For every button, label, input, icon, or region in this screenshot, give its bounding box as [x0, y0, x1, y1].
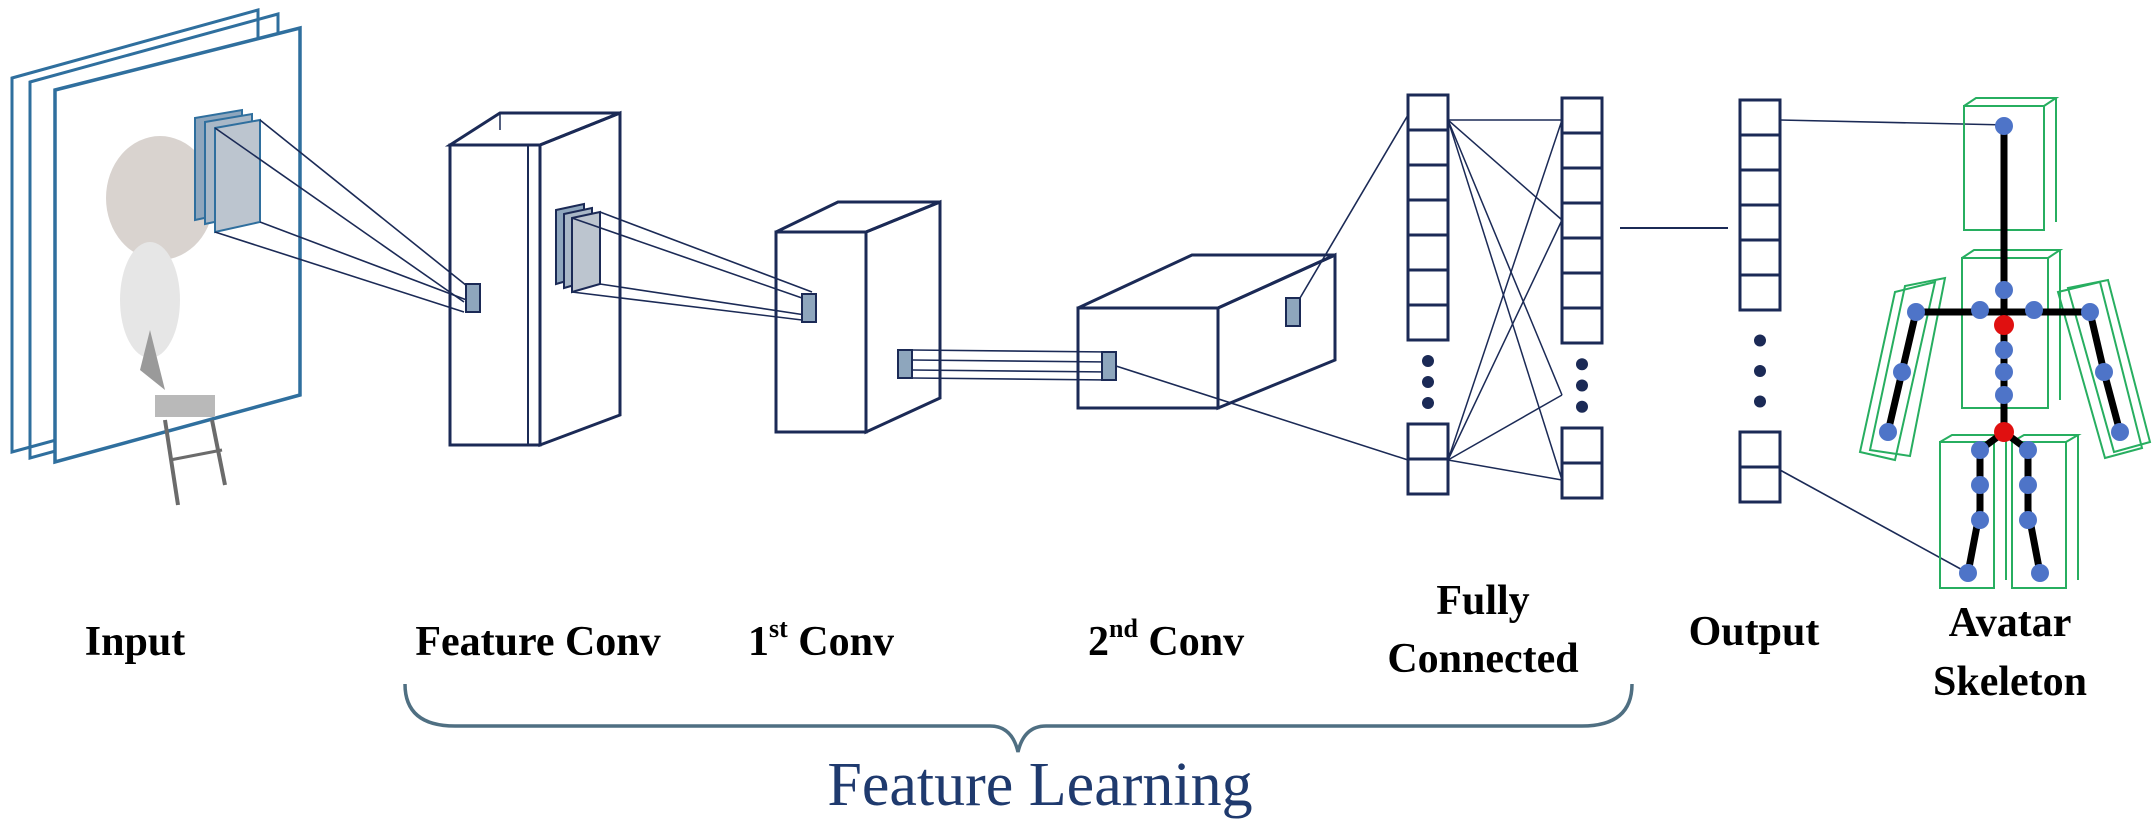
ellipsis-dot — [1422, 376, 1434, 388]
label-conv1: 1st Conv — [748, 614, 894, 665]
conv2-kernel — [1101, 351, 1117, 381]
neuron — [1406, 198, 1450, 237]
neuron — [1738, 430, 1782, 469]
neuron — [1406, 422, 1450, 461]
neuron — [1560, 201, 1604, 240]
ellipsis-dot — [1576, 379, 1588, 392]
conv2-box — [1076, 252, 1337, 411]
feature-conv-patch — [555, 202, 601, 294]
ellipsis-dot — [1754, 395, 1766, 408]
ellipsis-dot — [1422, 397, 1434, 409]
label-connected: Connected — [1387, 636, 1578, 682]
skeleton-bounding-boxes — [1858, 97, 2152, 589]
fc-connection-line — [1447, 394, 1563, 461]
ellipsis-dot — [1754, 334, 1766, 347]
neuron — [1406, 93, 1450, 132]
label-avatar: Avatar — [1949, 600, 2072, 646]
skeleton-red-joints — [1994, 315, 2014, 442]
projection-input-to-feature — [214, 119, 473, 313]
conv1-kernel — [801, 293, 817, 323]
label-conv2: 2nd Conv — [1088, 614, 1244, 665]
fc-connections — [1447, 119, 1563, 481]
label-input: Input — [85, 619, 185, 665]
feature-learning-brace — [403, 683, 1634, 753]
input-patch-front — [214, 118, 261, 234]
fc-column-1 — [1406, 93, 1450, 496]
neuron — [1560, 96, 1604, 135]
ellipsis-dot — [1576, 358, 1588, 371]
neuron — [1738, 133, 1782, 172]
neuron — [1560, 461, 1604, 500]
neuron — [1560, 306, 1604, 345]
neuron — [1560, 131, 1604, 170]
ellipsis-dot — [1422, 355, 1434, 367]
ellipsis-dot — [1576, 400, 1588, 413]
neuron — [1560, 166, 1604, 205]
projection-conv1-to-conv2 — [911, 349, 1111, 381]
fc-connection-line — [1447, 219, 1563, 461]
fc-column-2 — [1560, 96, 1604, 500]
neuron — [1560, 236, 1604, 275]
neuron — [1738, 168, 1782, 207]
fc-connection-line — [1447, 119, 1563, 481]
fc-connection-line — [1447, 119, 1563, 221]
conv1-patch — [897, 349, 913, 379]
skeleton-joints — [1879, 117, 2129, 582]
fc-connection-line — [1447, 119, 1563, 396]
label-feature-conv: Feature Conv — [415, 619, 660, 665]
neuron — [1406, 128, 1450, 167]
label-skeleton: Skeleton — [1933, 659, 2087, 705]
input-frames — [10, 8, 302, 506]
neuron — [1406, 268, 1450, 307]
neuron — [1560, 271, 1604, 310]
feature-learning-label: Feature Learning — [827, 751, 1252, 819]
conv2-patch — [1285, 297, 1301, 327]
neuron — [1738, 203, 1782, 242]
feature-conv-kernel — [465, 283, 481, 313]
output-to-skeleton-lines — [1779, 119, 2009, 574]
neuron — [1738, 238, 1782, 277]
projection-conv2-to-fc — [1115, 114, 1409, 461]
fc-connection-line — [1447, 119, 1563, 461]
fc-connection-line — [1447, 459, 1563, 481]
output-column — [1738, 98, 1782, 504]
neuron — [1738, 465, 1782, 504]
neuron — [1406, 303, 1450, 342]
neuron — [1406, 233, 1450, 272]
point-cloud-human-icon — [106, 136, 227, 506]
ellipsis-dot — [1754, 365, 1766, 377]
neuron — [1406, 163, 1450, 202]
label-output: Output — [1689, 609, 1820, 655]
neuron — [1738, 273, 1782, 312]
neuron — [1560, 426, 1604, 465]
label-fully: Fully — [1436, 578, 1529, 624]
skeleton-icon — [1858, 97, 2152, 589]
feature-conv-box — [444, 110, 622, 448]
neuron — [1738, 98, 1782, 137]
conv1-box — [774, 199, 942, 435]
neuron — [1406, 457, 1450, 496]
